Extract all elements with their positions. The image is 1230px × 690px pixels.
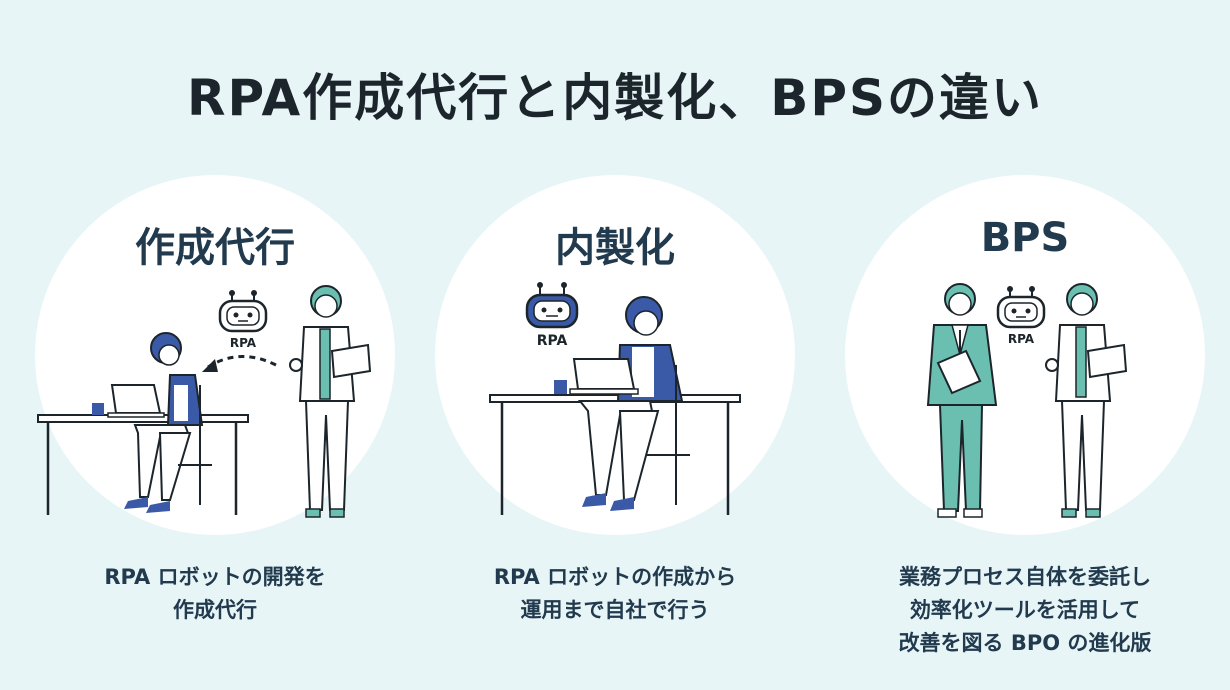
panel-heading: 作成代行 [135, 225, 295, 271]
robot-label: RPA [537, 333, 568, 349]
description-line: 効率化ツールを活用して [909, 598, 1141, 622]
description-line: 業務プロセス自体を委託し [899, 565, 1151, 589]
panel-in-house: 内製化 RPA RPA ロボットの作成か [420, 175, 810, 675]
panel-outsourcing: 作成代行 RPA [20, 175, 410, 675]
robot-icon [996, 286, 1046, 329]
panel-circle [435, 175, 795, 535]
panel-description: RPA ロボットの開発を 作成代行 [20, 561, 410, 627]
panel-description: RPA ロボットの作成から 運用まで自社で行う [420, 561, 810, 627]
description-line: 改善を図る BPO の進化版 [898, 631, 1152, 655]
robot-icon [525, 282, 579, 329]
description-line: 作成代行 [173, 598, 257, 622]
page-title: RPA作成代行と内製化、BPSの違い [186, 69, 1044, 127]
robot-label: RPA [1008, 332, 1035, 346]
panel-circle [845, 175, 1205, 535]
panel-description: 業務プロセス自体を委託し 効率化ツールを活用して 改善を図る BPO の進化版 [830, 561, 1220, 660]
panel-bps: BPS RPA 業務 [830, 175, 1220, 675]
delegation-arrow [207, 355, 277, 369]
panel-heading: 内製化 [555, 225, 675, 271]
in-house-illustration: RPA [489, 282, 741, 515]
robot-icon [218, 290, 268, 333]
panel-heading: BPS [980, 215, 1070, 261]
description-line: RPA ロボットの作成から [493, 565, 737, 589]
description-line: 運用まで自社で行う [520, 598, 710, 622]
bps-illustration: RPA [926, 283, 1128, 518]
outsourcing-illustration: RPA [37, 285, 372, 518]
robot-label: RPA [230, 336, 257, 350]
description-line: RPA ロボットの開発を [104, 565, 326, 589]
